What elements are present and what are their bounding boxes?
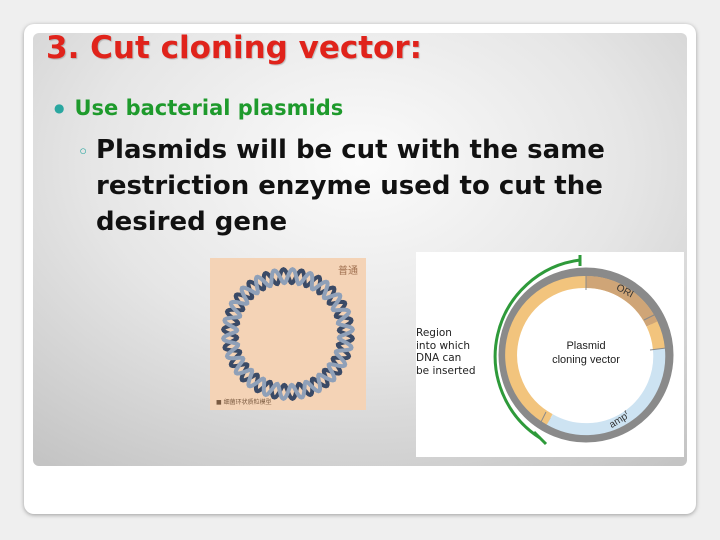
circular-dna-illustration xyxy=(221,267,355,401)
plasmid-ring-ori-segment xyxy=(585,276,658,327)
dna-image-corner-text: 普通 xyxy=(338,266,358,277)
bullet-level-1-text: Use bacterial plasmids xyxy=(74,96,344,120)
slide-title: 3. Cut cloning vector: xyxy=(46,30,423,66)
bullet-level-2-text: Plasmids will be cut with the same restr… xyxy=(96,135,605,237)
dna-strand xyxy=(221,267,355,401)
bullet-dot-icon: ● xyxy=(54,101,65,115)
plasmid-center-label-1: Plasmid xyxy=(566,340,605,352)
bullet-level-1: ● Use bacterial plasmids xyxy=(54,96,343,120)
region-insert-label: Region into which DNA can be inserted xyxy=(416,327,476,377)
plasmid-ring-blue-segment xyxy=(546,348,666,436)
bracket-bottom-tick xyxy=(532,430,548,446)
plasmid-ring-svg: ORI ampr Plasmid cloning vector xyxy=(493,255,674,446)
dna-image-caption: ■ 细菌环状质粒模型 xyxy=(216,399,272,406)
bullet-level-2: ◦ Plasmids will be cut with the same res… xyxy=(78,132,658,240)
plasmid-vector-diagram: Region into which DNA can be inserted OR… xyxy=(416,252,684,457)
plasmid-center-label-2: cloning vector xyxy=(552,354,620,366)
circular-dna-image: 普通 ■ 细菌环状质粒模型 xyxy=(210,258,366,410)
bullet-ring-icon: ◦ xyxy=(78,142,89,161)
insertion-region-bracket xyxy=(493,258,581,440)
plasmid-ring-orange-right xyxy=(646,321,665,350)
